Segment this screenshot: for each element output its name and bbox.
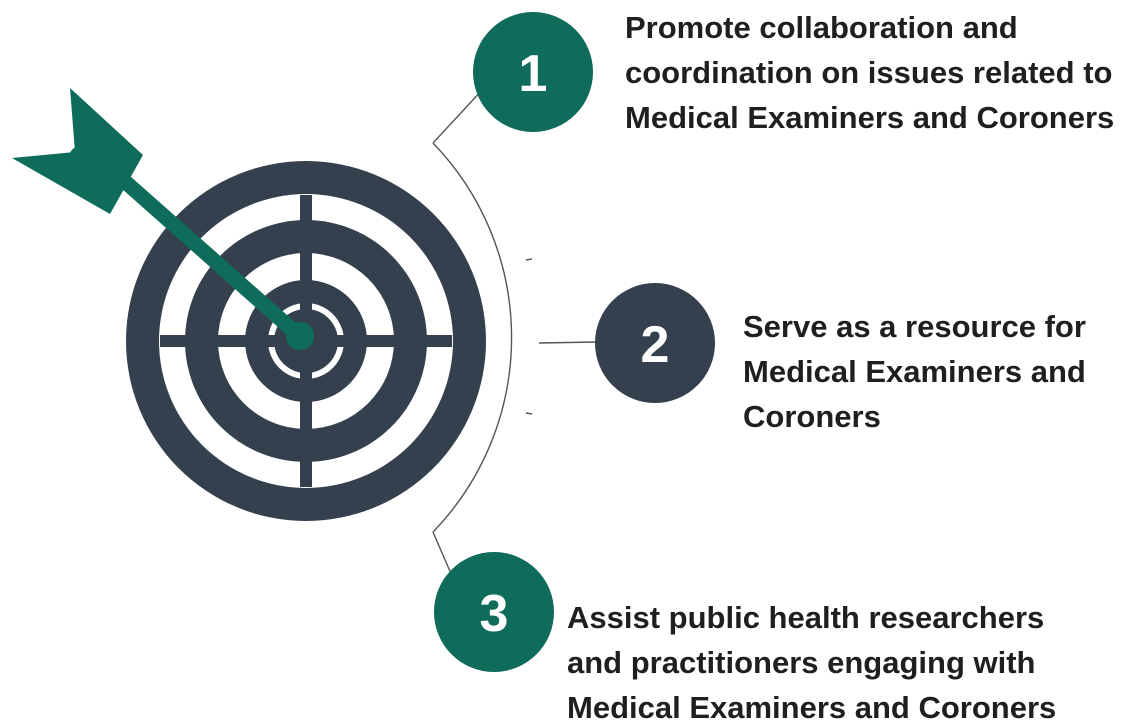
connector-tick	[525, 258, 533, 261]
goal-number-3: 3	[480, 585, 509, 643]
connector-tick	[525, 412, 533, 415]
goal-2-text: Serve as a resource for Medical Examiner…	[743, 304, 1086, 439]
goal-1-line-2: coordination on issues related to	[625, 55, 1113, 90]
connector-line-1	[432, 87, 485, 144]
goal-3-line-2: and practitioners engaging with	[567, 645, 1036, 680]
goal-3-text: Assist public health researchers and pra…	[567, 595, 1056, 725]
goal-number-1: 1	[519, 45, 548, 103]
goal-number-badge-1: 1	[473, 12, 593, 132]
connector-lines	[432, 87, 598, 577]
goal-3-line-1: Assist public health researchers	[567, 600, 1045, 635]
goal-2-line-2: Medical Examiners and	[743, 354, 1086, 389]
goal-1-line-1: Promote collaboration and	[625, 10, 1018, 45]
connector-arc	[432, 142, 513, 533]
goal-number-badge-2: 2	[595, 283, 715, 403]
connector-line-2	[538, 341, 598, 344]
goal-3-line-3: Medical Examiners and Coroners	[567, 690, 1057, 725]
goal-number-2: 2	[641, 316, 670, 374]
goal-2-line-3: Coroners	[743, 399, 881, 434]
goal-1-text: Promote collaboration and coordination o…	[625, 5, 1114, 140]
goal-1-line-3: Medical Examiners and Coroners	[625, 100, 1115, 135]
connector-line-3	[432, 531, 453, 577]
dart-arrow-icon	[12, 88, 314, 350]
goal-number-badge-3: 3	[434, 552, 554, 672]
goal-2-line-1: Serve as a resource for	[743, 309, 1086, 344]
